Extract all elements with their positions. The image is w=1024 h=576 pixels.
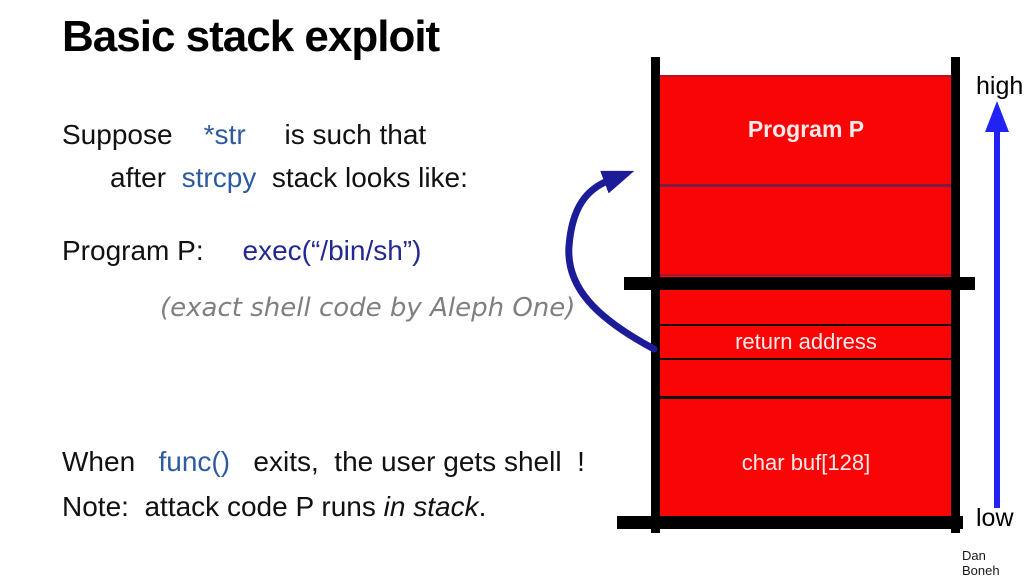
func-code: func() [158,446,231,477]
cell-label-char-buf: char buf[128] [741,450,871,475]
suppose-line: Suppose *str is such that [62,118,426,152]
divider-ret-bottom [660,358,952,360]
program-pre: Program P: [62,235,243,266]
curved-arrow [565,170,658,353]
divider-ret-top [660,324,952,326]
stack-top-edge [660,75,952,77]
page-title: Basic stack exploit [62,12,440,61]
str-code: *str [203,119,246,150]
suppose-pre: Suppose [62,119,204,150]
stack-bottom-bar [617,516,963,529]
divider-programp [660,184,952,187]
note-post: . [478,491,487,522]
author-credit: Dan Boneh [962,548,1000,576]
memory-direction-arrow [985,101,1009,508]
cell-label-return-address: return address [735,329,877,354]
note-pre: Note: attack code P runs [62,491,384,522]
when-line: When func() exits, the user gets shell ! [62,445,585,479]
exec-code: exec(“/bin/sh”) [242,235,422,266]
high-label: high [976,72,1024,100]
suppose-post: is such that [245,119,427,150]
strcpy-code: strcpy [181,162,257,193]
divider-upper-low [660,274,952,276]
divider-buf-top [660,396,952,399]
stack-fill [660,75,952,518]
after-pre: after [110,162,182,193]
stack-left-wall [651,57,660,533]
after-line: after strcpy stack looks like: [110,161,468,195]
program-line: Program P: exec(“/bin/sh”) [62,234,421,268]
when-pre: When [62,446,159,477]
stack-frame-bar [624,277,975,290]
stack-right-wall [951,57,960,533]
after-post: stack looks like: [256,162,468,193]
when-post: exits, the user gets shell ! [230,446,585,477]
cell-label-program-p: Program P [747,116,865,142]
low-label: low [976,504,1014,532]
note-italic: in stack [383,491,479,522]
shellcode-note: (exact shell code by Aleph One) [160,293,576,323]
note-line: Note: attack code P runs in stack. [62,490,486,524]
